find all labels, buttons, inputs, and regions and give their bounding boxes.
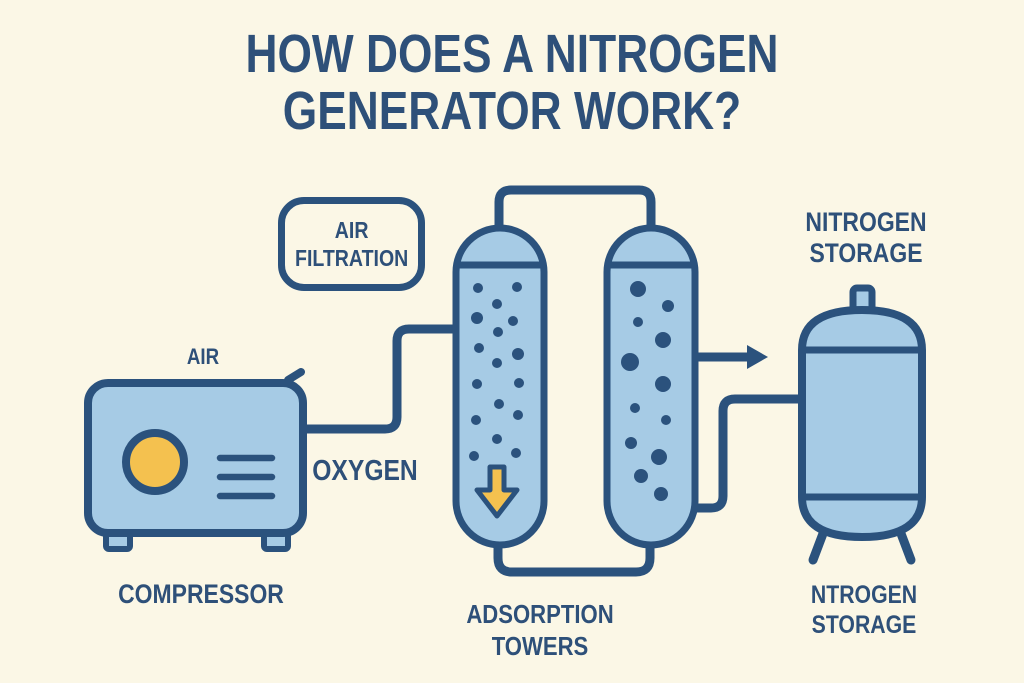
adsorption-tower-2-icon	[603, 224, 699, 549]
compressor-corner-tick	[284, 368, 305, 384]
compressor-window	[122, 429, 188, 495]
pipes	[303, 185, 802, 577]
flow-arrowhead	[747, 345, 768, 369]
air-filtration-box: AIR FILTRATION	[278, 197, 425, 291]
compressor-icon	[84, 368, 307, 552]
storage-tank-icon	[798, 284, 926, 565]
tower2-particles	[621, 281, 674, 501]
tower1-shell	[452, 224, 548, 549]
page-title-line1: HOW DOES A NITROGEN	[245, 24, 779, 84]
pipe-tower-bottom-link	[493, 540, 655, 577]
pipe-compressor-to-tower1	[303, 324, 458, 434]
pipe-tower-top-link	[494, 185, 656, 233]
flow-arrow-icon	[693, 345, 768, 369]
adsorption-tower-1-icon	[452, 224, 548, 549]
air-filtration-label: AIR FILTRATION	[294, 217, 409, 271]
nitrogen-storage-bottom-label: NTROGEN STORAGE	[810, 581, 918, 639]
page-title: HOW DOES A NITROGEN GENERATOR WORK?	[225, 26, 799, 140]
tower2-shell	[603, 224, 699, 549]
compressor-label: COMPRESSOR	[118, 579, 284, 609]
page-title-line2: GENERATOR WORK?	[282, 81, 742, 141]
tank-body	[798, 305, 926, 542]
adsorption-towers-label: ADSORPTION TOWERS	[466, 599, 614, 661]
air-label: AIR	[186, 344, 220, 369]
nitrogen-storage-top-label: NITROGEN STORAGE	[805, 207, 927, 268]
down-arrow-icon	[474, 464, 520, 519]
pipe-tower2-to-tank	[693, 394, 802, 513]
oxygen-label: OXYGEN	[312, 455, 418, 487]
tower1-particles	[469, 282, 524, 461]
